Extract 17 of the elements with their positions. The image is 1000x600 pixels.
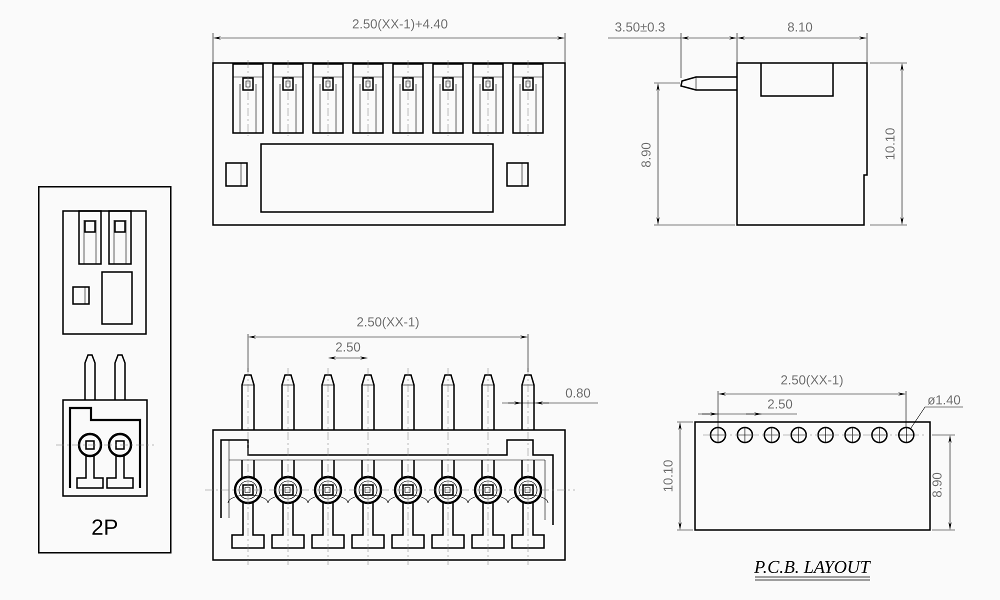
dimension-label: 2.50(XX-1)+4.40 — [352, 18, 448, 32]
section-title: P.C.B. LAYOUT — [754, 560, 871, 580]
dimension-label: 3.50±0.3 — [615, 22, 665, 32]
dimension-label: 2.50 — [336, 342, 360, 352]
dimension-label: 8.90 — [932, 472, 942, 498]
leader-line — [910, 406, 964, 428]
pcb-hole — [898, 426, 915, 444]
dimension-label: 2.50 — [768, 399, 792, 409]
panel-box: 2P — [38, 186, 172, 554]
dimension-label: ø1.40 — [928, 395, 960, 405]
dimension-label: 8.10 — [788, 22, 812, 32]
dimension-label: 2.50(XX-1) — [781, 374, 843, 388]
dimension-label: 0.80 — [566, 388, 590, 398]
dimension-label: 2.50(XX-1) — [357, 316, 419, 330]
dimension-label: 8.90 — [641, 142, 651, 168]
dimension-label: 10.10 — [663, 460, 673, 492]
dimension-label: 10.10 — [885, 128, 895, 160]
